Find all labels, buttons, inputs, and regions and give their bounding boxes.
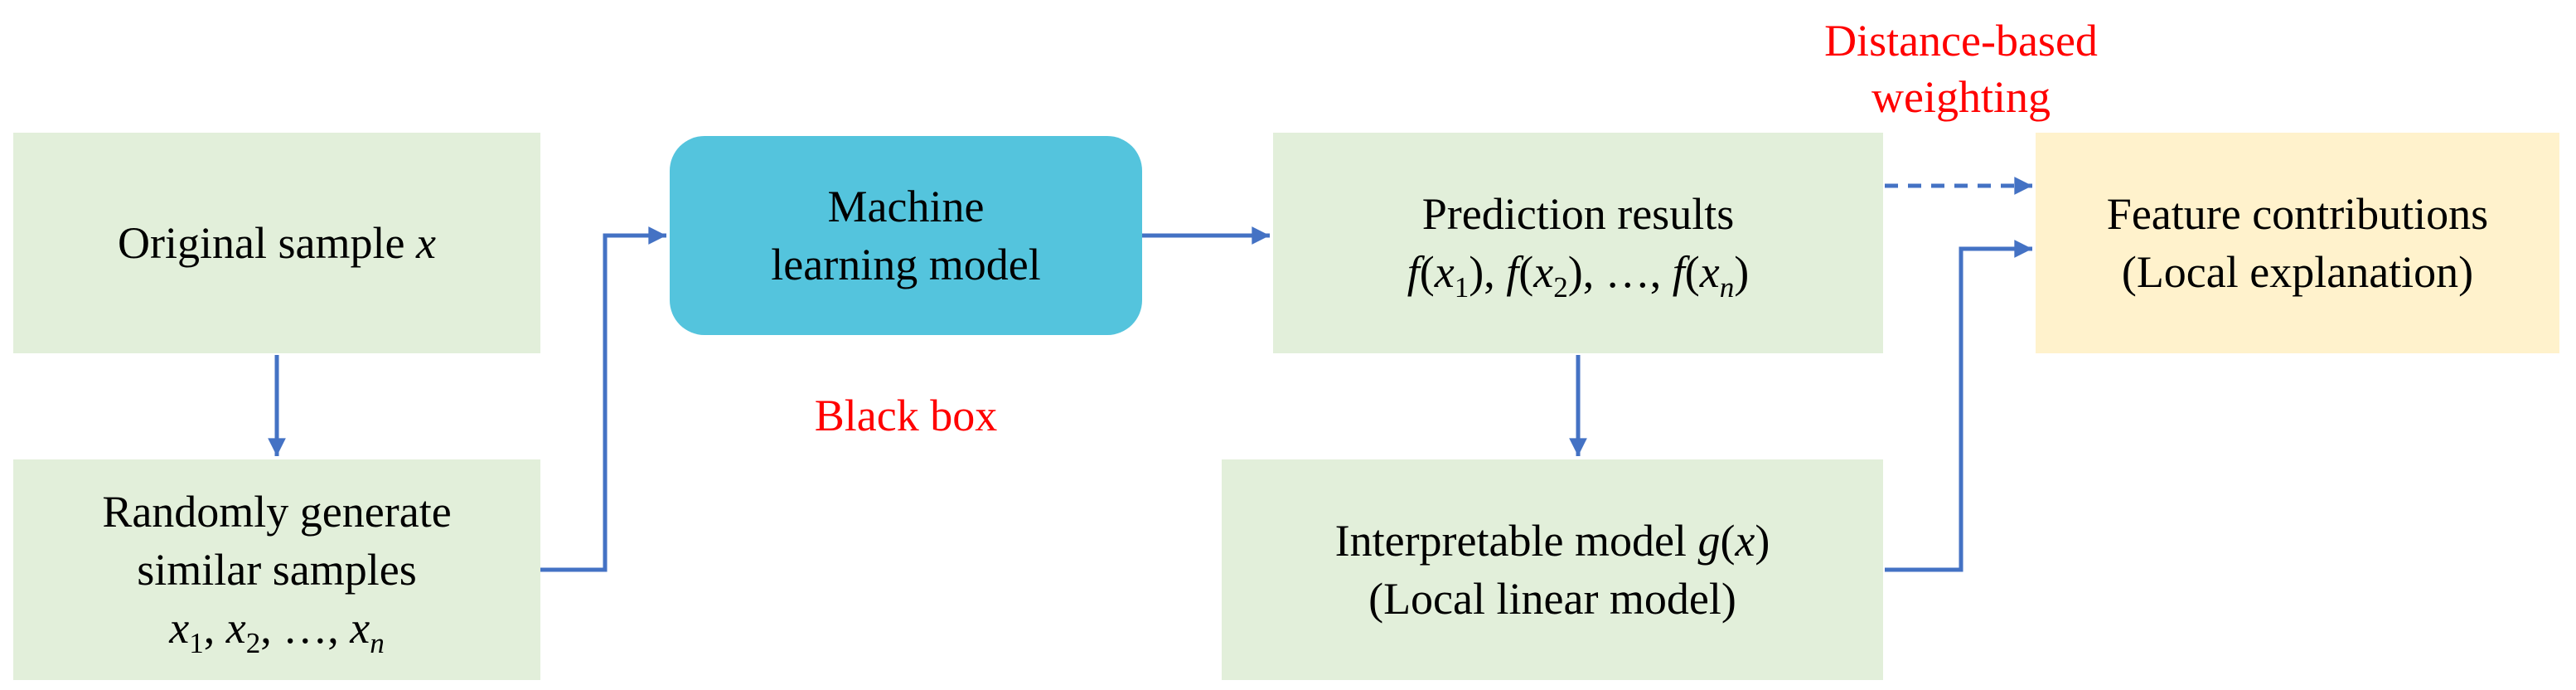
node-original-sample: Original sample x [13, 133, 540, 353]
node-random-samples: Randomly generate similar samples x1, x2… [13, 459, 540, 680]
node-ml-model-line2: learning model [771, 240, 1041, 289]
black-box-label: Black box [814, 391, 998, 440]
node-prediction-results-line1: Prediction results [1421, 188, 1735, 239]
arrow-samples-to-model [540, 226, 666, 572]
node-interpretable-model: Interpretable model g(x) (Local linear m… [1222, 459, 1883, 680]
node-original-sample-text: Original sample x [118, 217, 436, 268]
node-random-samples-line1: Randomly generate [102, 486, 452, 537]
node-prediction-results: Prediction results f(x1), f(x2), …, f(xn… [1273, 133, 1883, 353]
node-feature-contributions-line2: (Local explanation) [2121, 247, 2474, 297]
node-prediction-results-line2: f(x1), f(x2), …, f(xn) [1407, 247, 1750, 304]
node-ml-model: Machine learning model [670, 136, 1142, 335]
node-random-samples-line2: similar samples [137, 544, 417, 595]
node-feature-contributions: Feature contributions (Local explanation… [2036, 133, 2559, 353]
node-ml-model-line1: Machine [827, 181, 985, 231]
node-interpretable-model-line1: Interpretable model g(x) [1334, 515, 1770, 566]
distance-weighting-label-line1: Distance-based [1824, 16, 2098, 66]
node-random-samples-line3: x1, x2, …, xn [169, 603, 385, 659]
distance-weighting-label: Distance-based weighting [1737, 13, 2185, 125]
arrow-interpretable-to-contributions [1885, 240, 2032, 572]
node-interpretable-model-line2: (Local linear model) [1368, 574, 1736, 624]
distance-weighting-label-line2: weighting [1871, 71, 2051, 122]
node-feature-contributions-line1: Feature contributions [2106, 188, 2489, 239]
